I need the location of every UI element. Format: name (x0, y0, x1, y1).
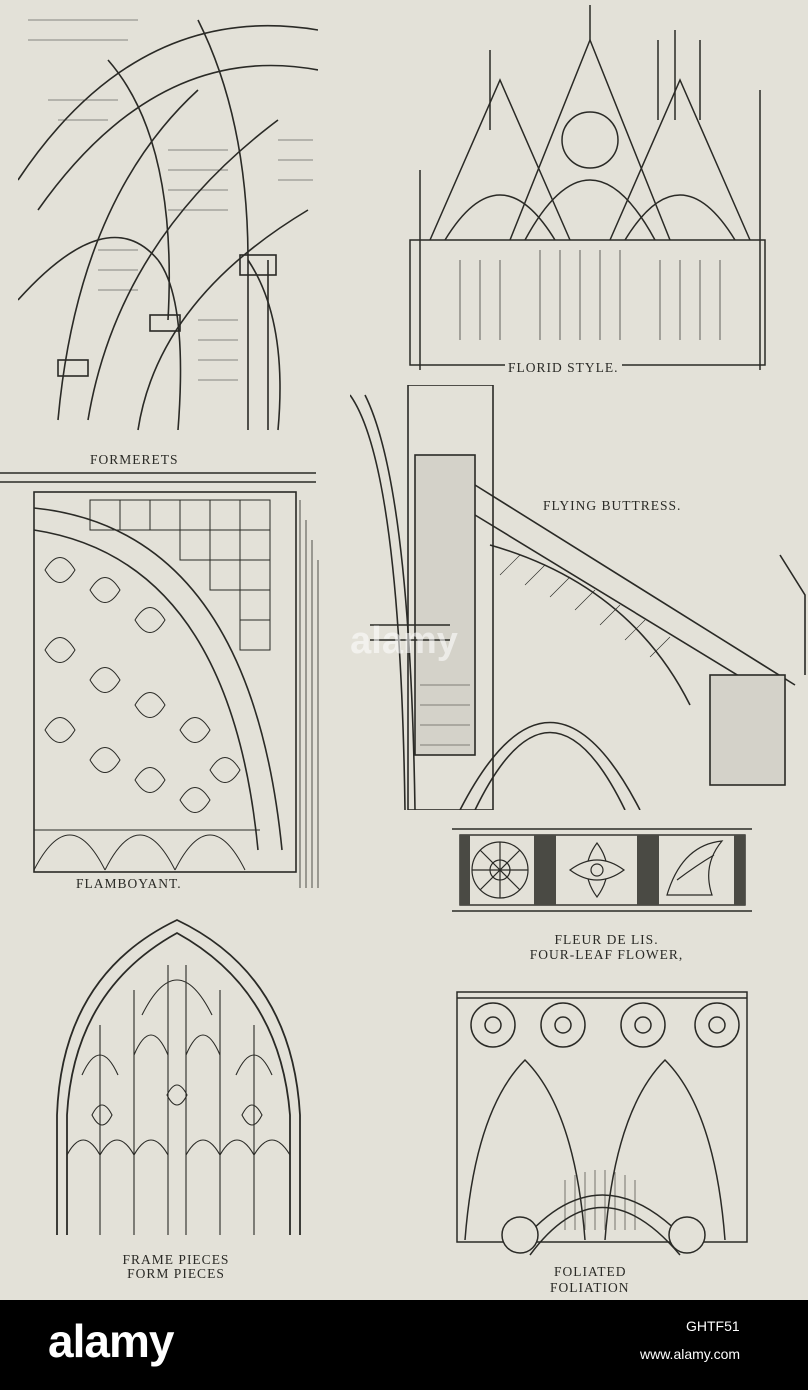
caption-foliation: FOLIATION (548, 1280, 632, 1295)
caption-florid-style: FLORID STYLE. (505, 360, 622, 375)
image-id-label: GHTF51 (686, 1318, 740, 1334)
flying-buttress-illustration (350, 385, 808, 810)
frame-pieces-illustration (52, 915, 307, 1240)
caption-fleur-de-lis: FLEUR DE LIS. (554, 932, 659, 947)
watermark: alamy (350, 620, 458, 662)
caption-four-leaf-flower: FOUR-LEAF FLOWER, (529, 947, 684, 962)
foliated-illustration (455, 990, 750, 1265)
alamy-logo: alamy (48, 1315, 174, 1367)
formerets-illustration (18, 0, 318, 435)
caption-foliated: FOLIATED (552, 1264, 629, 1279)
caption-flying-buttress: FLYING BUTTRESS. (540, 498, 685, 513)
stock-footer-bar (0, 1300, 808, 1390)
caption-form-pieces: FORM PIECES (127, 1266, 225, 1281)
site-url-label: www.alamy.com (640, 1346, 741, 1362)
caption-frame-pieces: FRAME PIECES (122, 1252, 230, 1267)
engraving-plate: FORMERETS FLORID (0, 0, 808, 1295)
flamboyant-illustration (0, 470, 330, 888)
caption-flamboyant: FLAMBOYANT. (76, 876, 182, 891)
caption-formerets: FORMERETS (90, 452, 179, 467)
fleur-de-lis-illustration (452, 825, 752, 917)
florid-style-illustration (400, 0, 772, 380)
